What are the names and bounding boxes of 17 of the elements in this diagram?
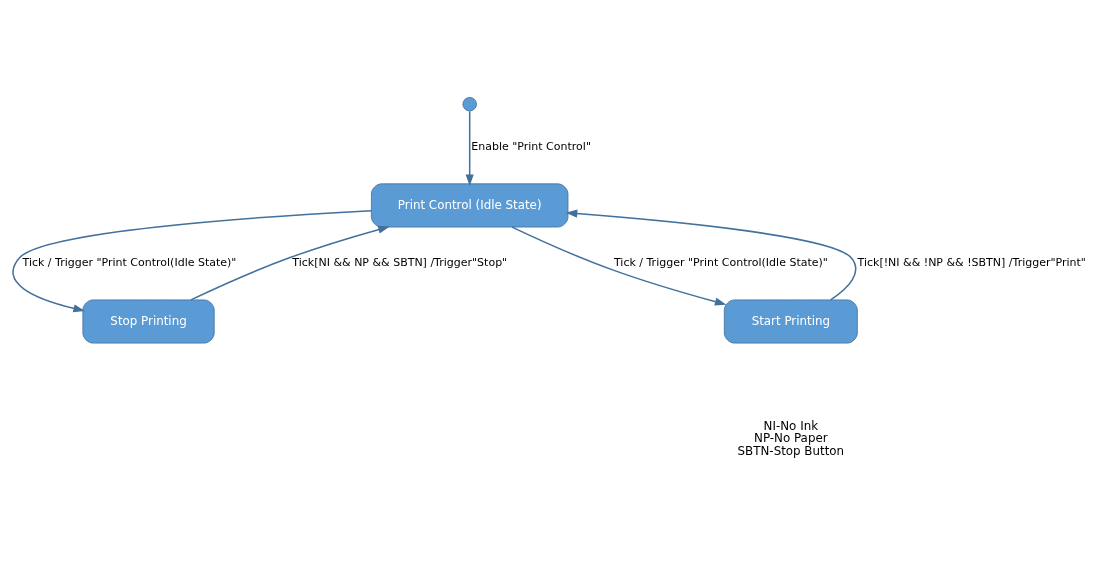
node-box: Print Control (Idle State) <box>370 182 569 227</box>
label: NP-No Paper <box>754 430 828 445</box>
arrow <box>465 109 474 186</box>
node-circle <box>462 96 477 111</box>
node-box: Stop Printing <box>82 298 215 344</box>
edge-label: Tick / Trigger "Print Control(Idle State)" <box>22 255 237 269</box>
edge-label: Tick[!NI && !NP && !SBTN] /Trigger"Print" <box>857 255 1086 269</box>
node-box: Start Printing <box>723 298 858 344</box>
label: SBTN-Stop Button <box>737 443 845 458</box>
label: NI-No Ink <box>763 418 819 433</box>
edge-label: Tick[NI && NP && SBTN] /Trigger"Stop" <box>292 255 508 269</box>
arrow <box>12 209 373 312</box>
arrow <box>565 209 857 301</box>
arrow <box>511 225 727 306</box>
edge-label: Enable "Print Control" <box>471 139 591 153</box>
edge-label: Tick / Trigger "Print Control(Idle State)" <box>613 255 828 269</box>
arrow <box>190 225 390 301</box>
